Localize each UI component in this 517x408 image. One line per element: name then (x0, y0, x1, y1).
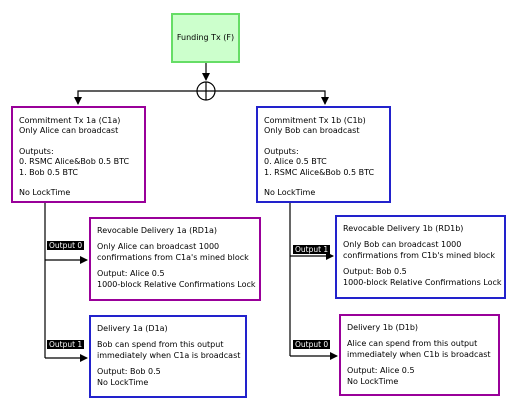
c1b-subtitle: Only Bob can broadcast (264, 126, 360, 136)
d1b-line-2: immediately when C1b is broadcast (347, 349, 491, 359)
xor-icon (196, 81, 216, 101)
d1a-line-2: immediately when C1a is broadcast (97, 350, 241, 360)
d1a-locktime: No LockTime (97, 377, 149, 387)
d1b-locktime: No LockTime (347, 376, 399, 386)
c1a-subtitle: Only Alice can broadcast (19, 126, 119, 136)
revocable-delivery-1b-node: Revocable Delivery 1b (RD1b) Only Bob ca… (335, 215, 506, 299)
rd1a-lock: 1000-block Relative Confirmations Lock (97, 279, 256, 289)
commitment-tx-1a-node: Commitment Tx 1a (C1a) Only Alice can br… (11, 106, 146, 203)
xor-to-c1b-arrow (215, 90, 329, 105)
rd1b-line-2: confirmations from C1b's mined block (343, 250, 495, 260)
c1a-locktime: No LockTime (19, 188, 71, 198)
d1b-output: Output: Alice 0.5 (347, 366, 415, 376)
c1b-outputs-header: Outputs: (264, 146, 299, 156)
c1b-output-1: 1. RSMC Alice&Bob 0.5 BTC (264, 167, 375, 177)
commitment-tx-1b-node: Commitment Tx 1b (C1b) Only Bob can broa… (256, 106, 391, 203)
d1a-output: Output: Bob 0.5 (97, 367, 161, 377)
c1a-outputs-header: Outputs: (19, 146, 54, 156)
edge-label-c1b-output-0: Output 0 (293, 340, 331, 349)
delivery-1b-node: Delivery 1b (D1b) Alice can spend from t… (339, 314, 500, 396)
xor-to-c1a-arrow (74, 90, 197, 105)
rd1a-line-1: Only Alice can broadcast 1000 (97, 242, 220, 252)
edge-label-c1a-output-1: Output 1 (47, 340, 85, 349)
c1b-output-0: 0. Alice 0.5 BTC (264, 157, 327, 167)
d1b-line-1: Alice can spend from this output (347, 339, 478, 349)
funding-tx-title: Funding Tx (F) (176, 32, 235, 42)
rd1b-output: Output: Bob 0.5 (343, 267, 407, 277)
c1b-title: Commitment Tx 1b (C1b) (264, 116, 366, 125)
rd1a-output: Output: Alice 0.5 (97, 269, 165, 279)
edge-label-c1b-output-1: Output 1 (293, 245, 331, 254)
c1a-title: Commitment Tx 1a (C1a) (19, 116, 121, 125)
rd1b-lock: 1000-block Relative Confirmations Lock (343, 277, 502, 287)
rd1a-line-2: confirmations from C1a's mined block (97, 252, 249, 262)
d1a-line-1: Bob can spend from this output (97, 340, 224, 350)
d1b-title: Delivery 1b (D1b) (347, 323, 419, 332)
edge-label-c1a-output-0: Output 0 (47, 241, 85, 250)
c1a-output-0: 0. RSMC Alice&Bob 0.5 BTC (19, 157, 130, 167)
c1b-locktime: No LockTime (264, 188, 316, 198)
revocable-delivery-1a-node: Revocable Delivery 1a (RD1a) Only Alice … (89, 217, 261, 301)
rd1b-title: Revocable Delivery 1b (RD1b) (343, 224, 464, 233)
d1a-title: Delivery 1a (D1a) (97, 324, 168, 333)
rd1b-line-1: Only Bob can broadcast 1000 (343, 240, 462, 250)
rd1a-title: Revocable Delivery 1a (RD1a) (97, 226, 218, 235)
delivery-1a-node: Delivery 1a (D1a) Bob can spend from thi… (89, 315, 247, 398)
funding-tx-node: Funding Tx (F) (171, 13, 240, 63)
c1a-output-1: 1. Bob 0.5 BTC (19, 167, 78, 177)
